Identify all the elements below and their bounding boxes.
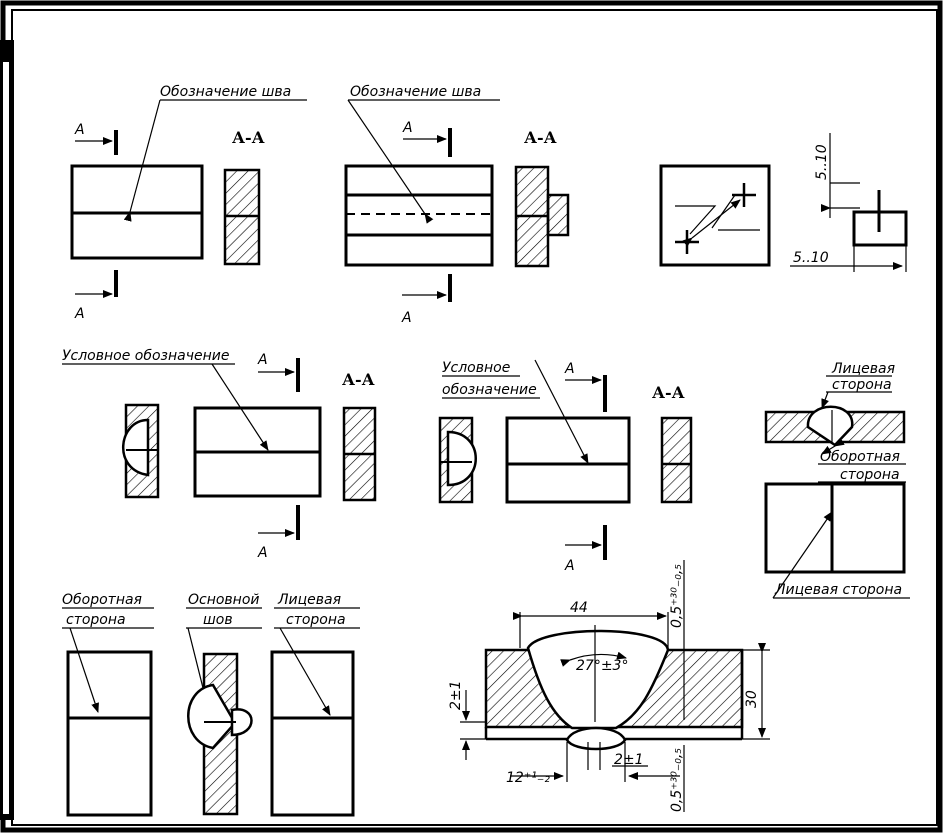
section-letter: А <box>564 361 575 377</box>
main-weld-label-line1: Основной <box>188 592 260 608</box>
fig9-main-weld: Основной шов <box>186 592 262 816</box>
fig11-x-groove-section: 27°±3° 44 30 0,5⁺³⁰₋₀,₅ 2±1 12⁺¹₋₂ 2±1 0… <box>448 560 770 812</box>
face-side-label-line1: Лицевая <box>277 592 341 608</box>
weld-designation-label: Обозначение шва <box>160 84 291 100</box>
section-letter: А <box>402 120 413 136</box>
section-aa-label: А-А <box>652 383 685 402</box>
conventional-designation-label: Условное обозначение <box>62 348 229 364</box>
angle-dim: 27°±3° <box>576 658 628 674</box>
fig7-face-reverse-side: Лицевая сторона Оборотная сторона Лицева… <box>764 361 910 599</box>
section-letter: А <box>74 306 85 322</box>
fig6-conventional-designation-b: Условное обозначение А А А-А <box>438 359 693 574</box>
section-letter: А <box>564 558 575 574</box>
fig10-face-side-view: Лицевая сторона <box>270 592 360 817</box>
reinforcement-bottom-dim: 0,5⁺³⁰₋₀,₅ <box>669 748 685 812</box>
reinforcement-top-dim: 0,5⁺³⁰₋₀,₅ <box>669 564 685 628</box>
fig8-reverse-side-view: Оборотная сторона <box>62 592 154 817</box>
reverse-side-label-line1: Оборотная <box>62 592 142 608</box>
thickness-dim: 30 <box>744 690 760 708</box>
fig1-butt-weld-view: Обозначение шва А А А-А <box>70 84 307 322</box>
fig2-backing-weld-view: Обозначение шва А А А-А <box>344 84 570 326</box>
conventional-label-line1: Условное <box>442 360 510 376</box>
root-gap-dim: 2±1 <box>614 752 644 768</box>
reverse-side-label-line2: сторона <box>840 467 900 483</box>
fig3-weld-plan-symbol <box>659 164 771 267</box>
section-letter: А <box>401 310 412 326</box>
gap-dim: 2±1 <box>448 680 464 710</box>
face-side-label: Лицевая сторона <box>774 582 902 598</box>
fig4-dimension-detail: 5..10 5..10 <box>790 133 908 272</box>
section-aa-label: А-А <box>232 128 265 147</box>
section-aa-label: А-А <box>342 370 375 389</box>
dim-5-10-vertical: 5..10 <box>814 144 830 180</box>
weld-designation-label: Обозначение шва <box>350 84 481 100</box>
section-letter: А <box>257 352 268 368</box>
fig5-conventional-designation-a: Условное обозначение А А А-А <box>62 348 377 561</box>
main-weld-label-line2: шов <box>203 612 233 628</box>
conventional-label-line2: обозначение <box>442 382 537 398</box>
face-side-label-line2: сторона <box>832 377 892 393</box>
reverse-side-label-line2: сторона <box>66 612 126 628</box>
section-letter: А <box>257 545 268 561</box>
section-aa-label: А-А <box>524 128 557 147</box>
width-dim: 44 <box>570 600 588 616</box>
reverse-side-label-line1: Оборотная <box>820 449 900 465</box>
face-side-label-line1: Лицевая <box>831 361 895 377</box>
root-width-dim: 12⁺¹₋₂ <box>506 770 550 786</box>
section-letter: А <box>74 122 85 138</box>
dim-5-10-horizontal: 5..10 <box>793 250 829 266</box>
face-side-label-line2: сторона <box>286 612 346 628</box>
